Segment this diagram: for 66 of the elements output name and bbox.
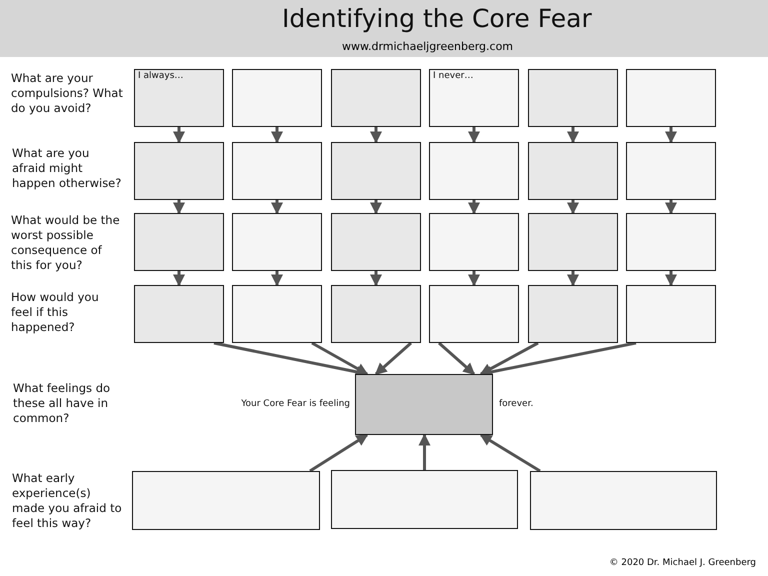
answer-box <box>331 285 421 343</box>
answer-box <box>626 213 716 271</box>
prompt-text: I always… <box>138 71 184 81</box>
answer-box <box>528 142 618 200</box>
web-address: www.drmichaeljgreenberg.com <box>342 40 514 53</box>
question-text: What early experience(s) made you afraid to feel this way? <box>12 471 123 531</box>
arrow <box>665 127 677 144</box>
question-text: What feelings do these all have in common? <box>13 381 112 426</box>
answer-box <box>626 69 716 127</box>
arrow <box>271 127 283 144</box>
answer-box <box>232 69 322 127</box>
answer-box <box>626 142 716 200</box>
question-text: How would you feel if this happened? <box>11 290 100 335</box>
arrow <box>468 200 480 214</box>
arrow <box>468 271 480 286</box>
answer-box <box>429 213 519 271</box>
answer-box <box>134 285 224 343</box>
answer-box <box>429 69 519 127</box>
answer-box <box>134 69 224 127</box>
answer-box <box>355 374 493 435</box>
copyright-text: © 2020 Dr. Michael J. Greenberg <box>609 558 756 568</box>
arrow <box>271 271 283 286</box>
answer-box <box>232 142 322 200</box>
arrow <box>370 271 382 286</box>
answer-box <box>528 285 618 343</box>
arrow <box>173 271 185 286</box>
arrow <box>480 434 541 472</box>
title: Identifying the Core Fear <box>282 4 592 33</box>
arrow <box>418 434 430 470</box>
arrow <box>567 127 579 144</box>
answer-box <box>134 213 224 271</box>
answer-box <box>429 142 519 200</box>
arrow <box>665 200 677 214</box>
arrow <box>567 200 579 214</box>
answer-box <box>331 69 421 127</box>
arrow <box>309 434 368 472</box>
answer-box <box>429 285 519 343</box>
arrow <box>665 271 677 286</box>
answer-box <box>134 142 224 200</box>
answer-box <box>232 285 322 343</box>
answer-box <box>528 69 618 127</box>
arrow <box>271 200 283 214</box>
sentence-text: forever. <box>499 398 534 408</box>
answer-box <box>132 471 320 530</box>
arrow <box>173 127 185 144</box>
question-text: What would be the worst possible consequence of this for you? <box>11 213 121 273</box>
answer-box <box>331 142 421 200</box>
answer-box <box>626 285 716 343</box>
arrow <box>311 342 368 376</box>
answer-box <box>528 213 618 271</box>
question-text: What are your compulsions? What do you avoid? <box>11 71 123 116</box>
answer-box <box>331 470 518 529</box>
arrow <box>468 127 480 144</box>
prompt-text: I never… <box>433 71 474 81</box>
question-text: What are you afraid might happen otherwise? <box>12 146 122 191</box>
answer-box <box>232 213 322 271</box>
arrow <box>480 342 539 376</box>
arrow <box>370 200 382 214</box>
arrow <box>438 342 476 376</box>
sentence-text: Your Core Fear is feeling <box>241 398 350 408</box>
arrow <box>567 271 579 286</box>
arrow <box>370 127 382 144</box>
arrow <box>374 342 412 376</box>
answer-box <box>331 213 421 271</box>
arrow <box>173 200 185 214</box>
answer-box <box>530 471 717 530</box>
